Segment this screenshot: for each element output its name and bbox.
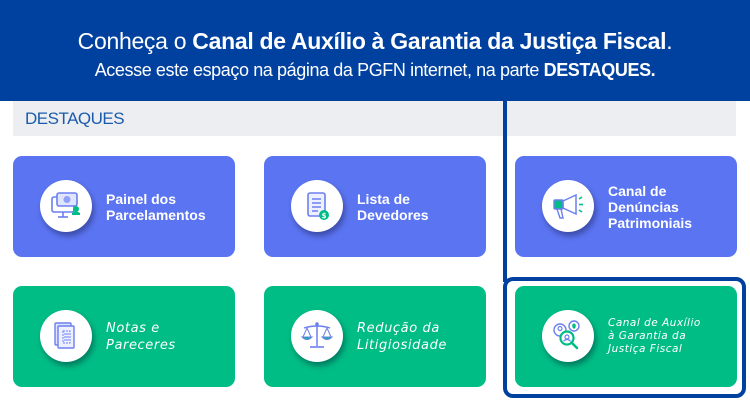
banner-subline-prefix: Acesse este espaço na página da PGFN int…	[94, 60, 544, 80]
card-canal-auxilio-garantia[interactable]: Canal de Auxílio à Garantia da Justiça F…	[515, 286, 737, 387]
card-painel-parcelamentos[interactable]: Painel dos Parcelamentos	[13, 156, 235, 257]
banner-headline-suffix: .	[666, 28, 673, 54]
callout-connector-line	[503, 90, 507, 282]
debtor-list-icon: $	[291, 180, 343, 232]
scales-icon	[291, 310, 343, 362]
card-lista-devedores[interactable]: $ Lista de Devedores	[264, 156, 486, 257]
svg-text:$: $	[322, 212, 327, 220]
callout-highlight-frame	[503, 277, 746, 398]
documents-icon	[40, 310, 92, 362]
banner-headline: Conheça o Canal de Auxílio à Garantia da…	[0, 27, 750, 55]
card-label: Lista de Devedores	[357, 190, 429, 223]
card-label: Canal de Denúncias Patrimoniais	[608, 182, 693, 231]
card-label: Redução da Litigiosidade	[357, 320, 448, 353]
card-notas-pareceres[interactable]: Notas e Pareceres	[13, 286, 235, 387]
banner-subline-bold: DESTAQUES.	[543, 60, 656, 80]
banner-headline-prefix: Conheça o	[77, 28, 193, 54]
section-header: DESTAQUES	[13, 101, 736, 136]
people-search-icon	[542, 310, 594, 362]
monitor-payment-icon	[40, 180, 92, 232]
banner-headline-bold: Canal de Auxílio à Garantia da Justiça F…	[192, 28, 667, 54]
section-title: DESTAQUES	[25, 109, 125, 128]
megaphone-icon	[542, 180, 594, 232]
banner-subline: Acesse este espaço na página da PGFN int…	[0, 59, 750, 81]
card-canal-denuncias[interactable]: Canal de Denúncias Patrimoniais	[515, 156, 737, 257]
card-reducao-litigiosidade[interactable]: Redução da Litigiosidade	[264, 286, 486, 387]
card-label: Painel dos Parcelamentos	[106, 190, 206, 223]
card-label: Notas e Pareceres	[106, 320, 176, 353]
announcement-banner: Conheça o Canal de Auxílio à Garantia da…	[0, 0, 750, 101]
card-label: Canal de Auxílio à Garantia da Justiça F…	[608, 317, 701, 355]
